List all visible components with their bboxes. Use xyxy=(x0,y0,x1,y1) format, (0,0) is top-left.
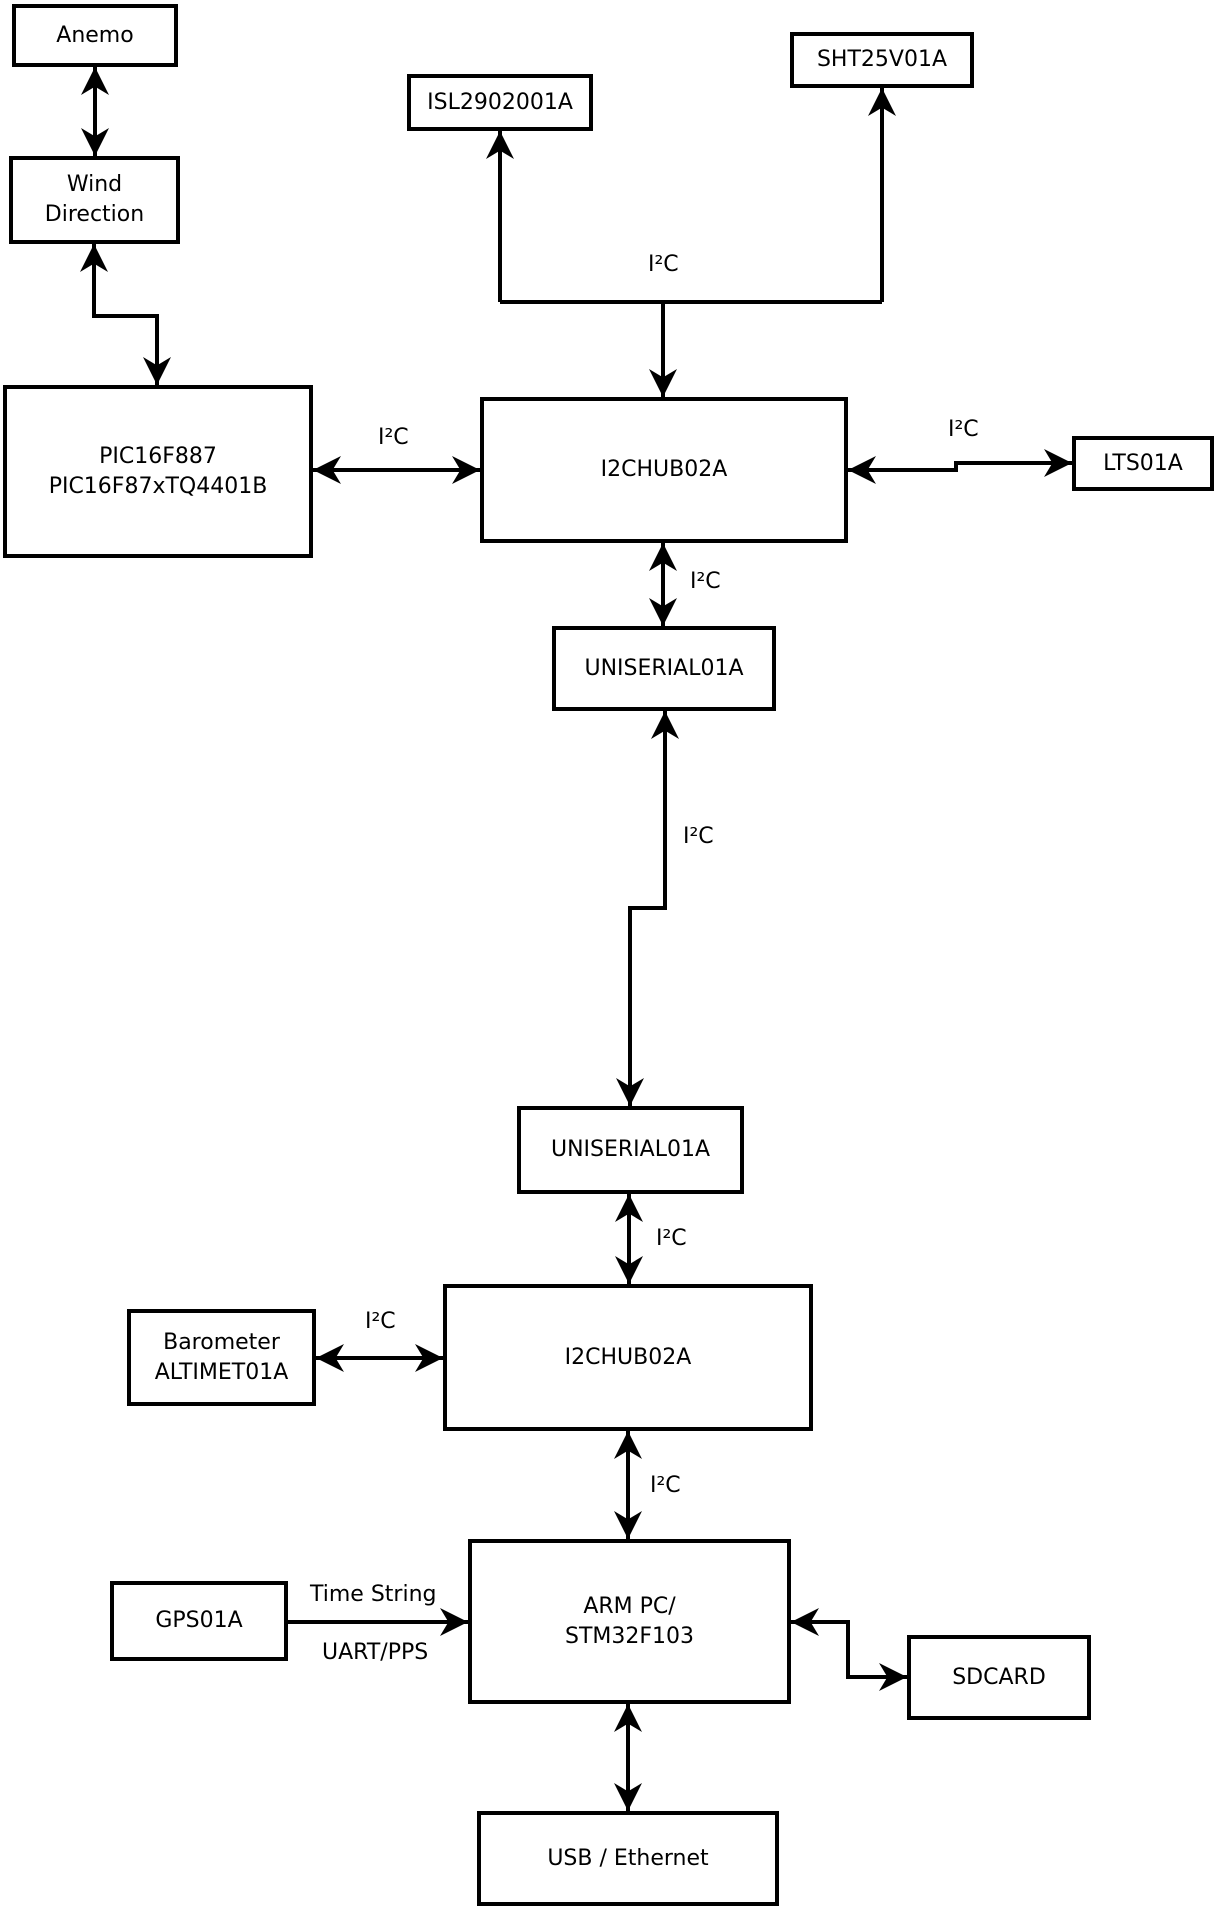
node-pic16f887-label-line1: PIC16F887 xyxy=(99,443,217,469)
node-uniserial01a-bottom: UNISERIAL01A xyxy=(517,1106,744,1194)
connector-armpc-sdcard xyxy=(791,1608,907,1691)
node-i2chub02a-top-label: I2CHUB02A xyxy=(600,457,728,483)
node-wind-direction: Wind Direction xyxy=(9,156,180,244)
edge-label-time-string: Time String xyxy=(310,1582,437,1607)
node-barometer-label-line2: ALTIMET01A xyxy=(154,1359,289,1385)
node-usb-ethernet-label: USB / Ethernet xyxy=(547,1845,709,1871)
node-pic16f887-label-line2: PIC16F87xTQ4401B xyxy=(48,473,268,499)
node-anemo: Anemo xyxy=(12,4,178,67)
connector-uniserial-top-uniserial-bottom xyxy=(616,711,679,1106)
edge-label-i2c-uniserial-link: I²C xyxy=(683,824,714,849)
node-lts01a-label: LTS01A xyxy=(1103,450,1183,476)
edge-label-i2c-uniserial-hub: I²C xyxy=(656,1226,687,1251)
edge-label-i2c-barometer-hub: I²C xyxy=(365,1309,396,1334)
node-uniserial01a-top-label: UNISERIAL01A xyxy=(584,655,744,681)
edge-label-i2c-hub-uniserial: I²C xyxy=(690,569,721,594)
edge-label-i2c-hub-lts: I²C xyxy=(948,417,979,442)
edge-label-i2c-sensor-bus: I²C xyxy=(648,252,679,277)
node-i2chub02a-top: I2CHUB02A xyxy=(480,397,848,543)
node-pic16f887: PIC16F887 PIC16F87xTQ4401B xyxy=(3,385,313,558)
node-barometer-altimet01a: Barometer ALTIMET01A xyxy=(127,1309,316,1406)
node-barometer-label-line1: Barometer xyxy=(163,1329,280,1355)
node-anemo-label: Anemo xyxy=(56,22,134,48)
node-sdcard-label: SDCARD xyxy=(952,1664,1046,1690)
node-gps01a: GPS01A xyxy=(110,1581,288,1661)
node-wind-direction-label-line2: Direction xyxy=(44,202,145,227)
node-uniserial01a-bottom-label: UNISERIAL01A xyxy=(550,1137,711,1163)
node-sdcard: SDCARD xyxy=(907,1635,1091,1720)
node-armpc-label-line2: STM32F103 xyxy=(564,1623,695,1649)
node-i2chub02a-bottom-label: I2CHUB02A xyxy=(564,1344,692,1370)
node-sht25v01a: SHT25V01A xyxy=(790,32,974,88)
node-armpc-stm32f103: ARM PC/ STM32F103 xyxy=(468,1539,791,1704)
node-wind-direction-label-line1: Wind xyxy=(66,172,123,198)
node-uniserial01a-top: UNISERIAL01A xyxy=(552,626,776,711)
connector-i2chub-top-lts xyxy=(848,449,1072,484)
node-armpc-label-line1: ARM PC/ xyxy=(583,1593,676,1619)
node-usb-ethernet: USB / Ethernet xyxy=(477,1811,779,1906)
node-isl2902001a: ISL2902001A xyxy=(407,74,593,131)
node-gps01a-label: GPS01A xyxy=(155,1608,243,1634)
edge-label-i2c-pic-hub: I²C xyxy=(378,425,409,450)
connector-winddirection-pic xyxy=(80,244,171,385)
node-i2chub02a-bottom: I2CHUB02A xyxy=(443,1284,813,1431)
node-isl2902001a-label: ISL2902001A xyxy=(427,89,573,115)
node-lts01a: LTS01A xyxy=(1072,436,1214,491)
node-sht25v01a-label: SHT25V01A xyxy=(816,47,948,73)
edge-label-i2c-hub-armpc: I²C xyxy=(650,1473,681,1498)
edge-label-uart-pps: UART/PPS xyxy=(322,1640,429,1665)
